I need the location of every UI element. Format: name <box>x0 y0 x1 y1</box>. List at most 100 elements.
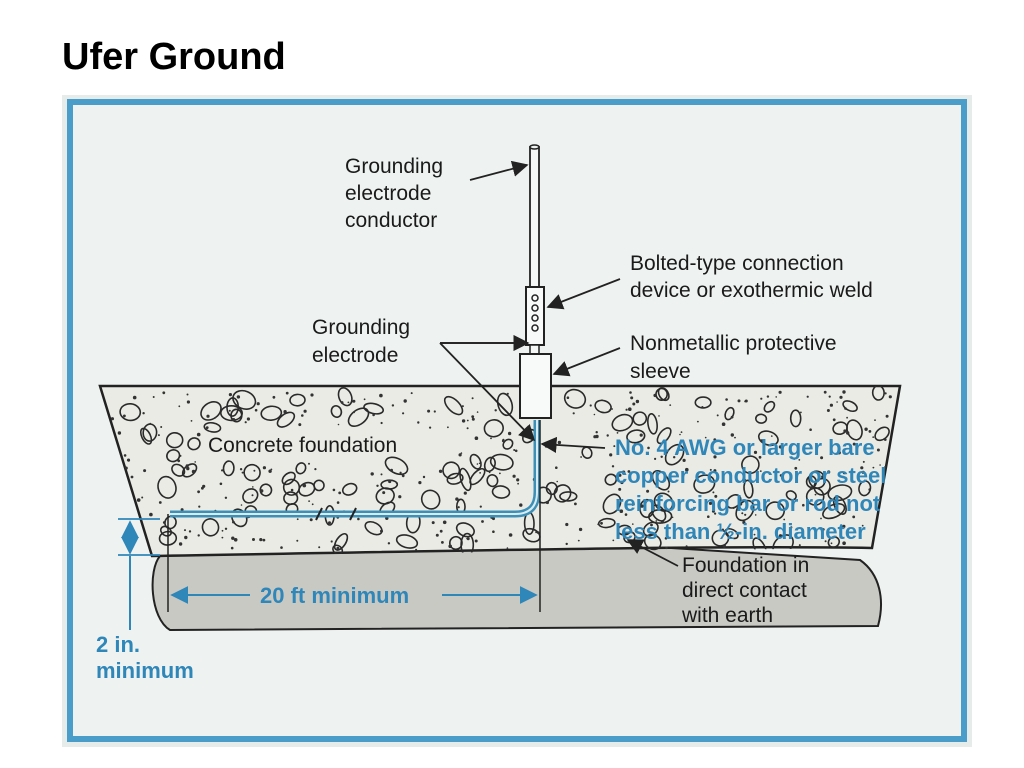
aggregate-speck <box>671 516 674 519</box>
aggregate-speck <box>357 517 360 521</box>
aggregate-pebble <box>626 429 646 444</box>
aggregate-speck <box>861 524 864 527</box>
aggregate-pebble <box>755 413 768 424</box>
conductor-cut-end <box>529 144 540 150</box>
aggregate-speck <box>110 417 114 421</box>
aggregate-speck <box>241 471 244 474</box>
aggregate-speck <box>186 466 190 471</box>
aggregate-speck <box>178 542 183 546</box>
aggregate-speck <box>778 445 783 449</box>
aggregate-pebble <box>341 482 358 496</box>
aggregate-pebble <box>874 426 890 442</box>
aggregate-speck <box>180 508 184 512</box>
aggregate-speck <box>837 451 841 455</box>
aggregate-speck <box>555 466 558 470</box>
aggregate-pebble <box>171 463 186 477</box>
aggregate-speck <box>184 535 188 540</box>
aggregate-speck <box>625 408 628 411</box>
aggregate-pebble <box>483 456 496 473</box>
aggregate-speck <box>577 539 580 542</box>
aggregate-speck <box>149 422 152 425</box>
aggregate-speck <box>479 472 481 474</box>
aggregate-speck <box>149 512 153 517</box>
aggregate-speck <box>742 478 747 483</box>
label-electrode-line: electrode <box>312 344 398 367</box>
aggregate-speck <box>872 466 875 469</box>
label-gec-line: conductor <box>345 209 437 232</box>
aggregate-speck <box>620 480 624 485</box>
aggregate-speck <box>832 418 836 422</box>
aggregate-pebble <box>604 473 618 486</box>
aggregate-speck <box>713 469 717 473</box>
aggregate-speck <box>228 409 231 412</box>
aggregate-speck <box>760 397 763 400</box>
aggregate-speck <box>285 391 289 395</box>
aggregate-speck <box>760 439 764 443</box>
aggregate-speck <box>262 466 266 470</box>
aggregate-speck <box>302 483 307 488</box>
aggregate-pebble <box>165 431 184 449</box>
aggregate-pebble <box>871 386 885 401</box>
aggregate-speck <box>239 468 243 471</box>
aggregate-pebble <box>483 419 504 438</box>
aggregate-speck <box>826 409 830 412</box>
aggregate-speck <box>388 479 392 484</box>
aggregate-speck <box>328 521 331 525</box>
aggregate-speck <box>660 520 665 524</box>
aggregate-speck <box>600 521 603 525</box>
aggregate-speck <box>363 398 366 401</box>
aggregate-pebble <box>232 389 257 410</box>
aggregate-speck <box>340 401 344 404</box>
aggregate-pebble <box>330 404 343 419</box>
aggregate-speck <box>669 404 672 406</box>
aggregate-speck <box>654 457 657 460</box>
aggregate-speck <box>476 411 479 413</box>
aggregate-speck <box>308 500 310 502</box>
leader-electrode-b <box>439 342 536 442</box>
aggregate-speck <box>516 478 520 482</box>
aggregate-pebble <box>822 502 846 520</box>
aggregate-speck <box>732 507 735 510</box>
aggregate-speck <box>742 520 746 525</box>
aggregate-speck <box>233 538 238 542</box>
aggregate-speck <box>778 534 783 538</box>
aggregate-speck <box>713 438 717 441</box>
aggregate-speck <box>310 393 314 397</box>
aggregate-pebble <box>281 471 296 486</box>
aggregate-speck <box>478 462 481 465</box>
aggregate-speck <box>632 402 636 406</box>
label-grounding-electrode: Grounding electrode <box>312 316 416 367</box>
aggregate-speck <box>352 399 356 403</box>
aggregate-pebble <box>384 456 409 476</box>
label-depth-line: 2 in. <box>96 632 140 657</box>
aggregate-speck <box>492 530 495 533</box>
aggregate-speck <box>631 503 634 506</box>
aggregate-speck <box>608 409 611 412</box>
aggregate-pebble <box>332 544 344 556</box>
aggregate-speck <box>693 535 696 539</box>
aggregate-speck <box>682 458 686 462</box>
aggregate-speck <box>754 514 757 516</box>
aggregate-speck <box>842 524 846 529</box>
aggregate-speck <box>461 419 466 423</box>
aggregate-speck <box>186 400 190 404</box>
aggregate-pebble <box>443 395 464 416</box>
aggregate-speck <box>427 409 431 413</box>
aggregate-speck <box>295 493 298 497</box>
aggregate-speck <box>639 433 643 437</box>
aggregate-speck <box>766 395 770 398</box>
aggregate-speck <box>433 410 436 413</box>
aggregate-speck <box>466 537 468 540</box>
aggregate-speck <box>457 506 460 509</box>
aggregate-speck <box>717 475 719 478</box>
aggregate-speck <box>471 415 475 418</box>
connector-bolts <box>531 294 539 332</box>
label-foundation-line: Foundation in <box>682 554 809 577</box>
aggregate-speck <box>314 468 317 471</box>
aggregate-speck <box>842 471 846 475</box>
aggregate-speck <box>479 505 482 508</box>
aggregate-speck <box>252 538 255 541</box>
label-foundation-line: direct contact <box>682 579 807 602</box>
aggregate-speck <box>143 469 147 473</box>
aggregate-speck <box>861 470 865 474</box>
